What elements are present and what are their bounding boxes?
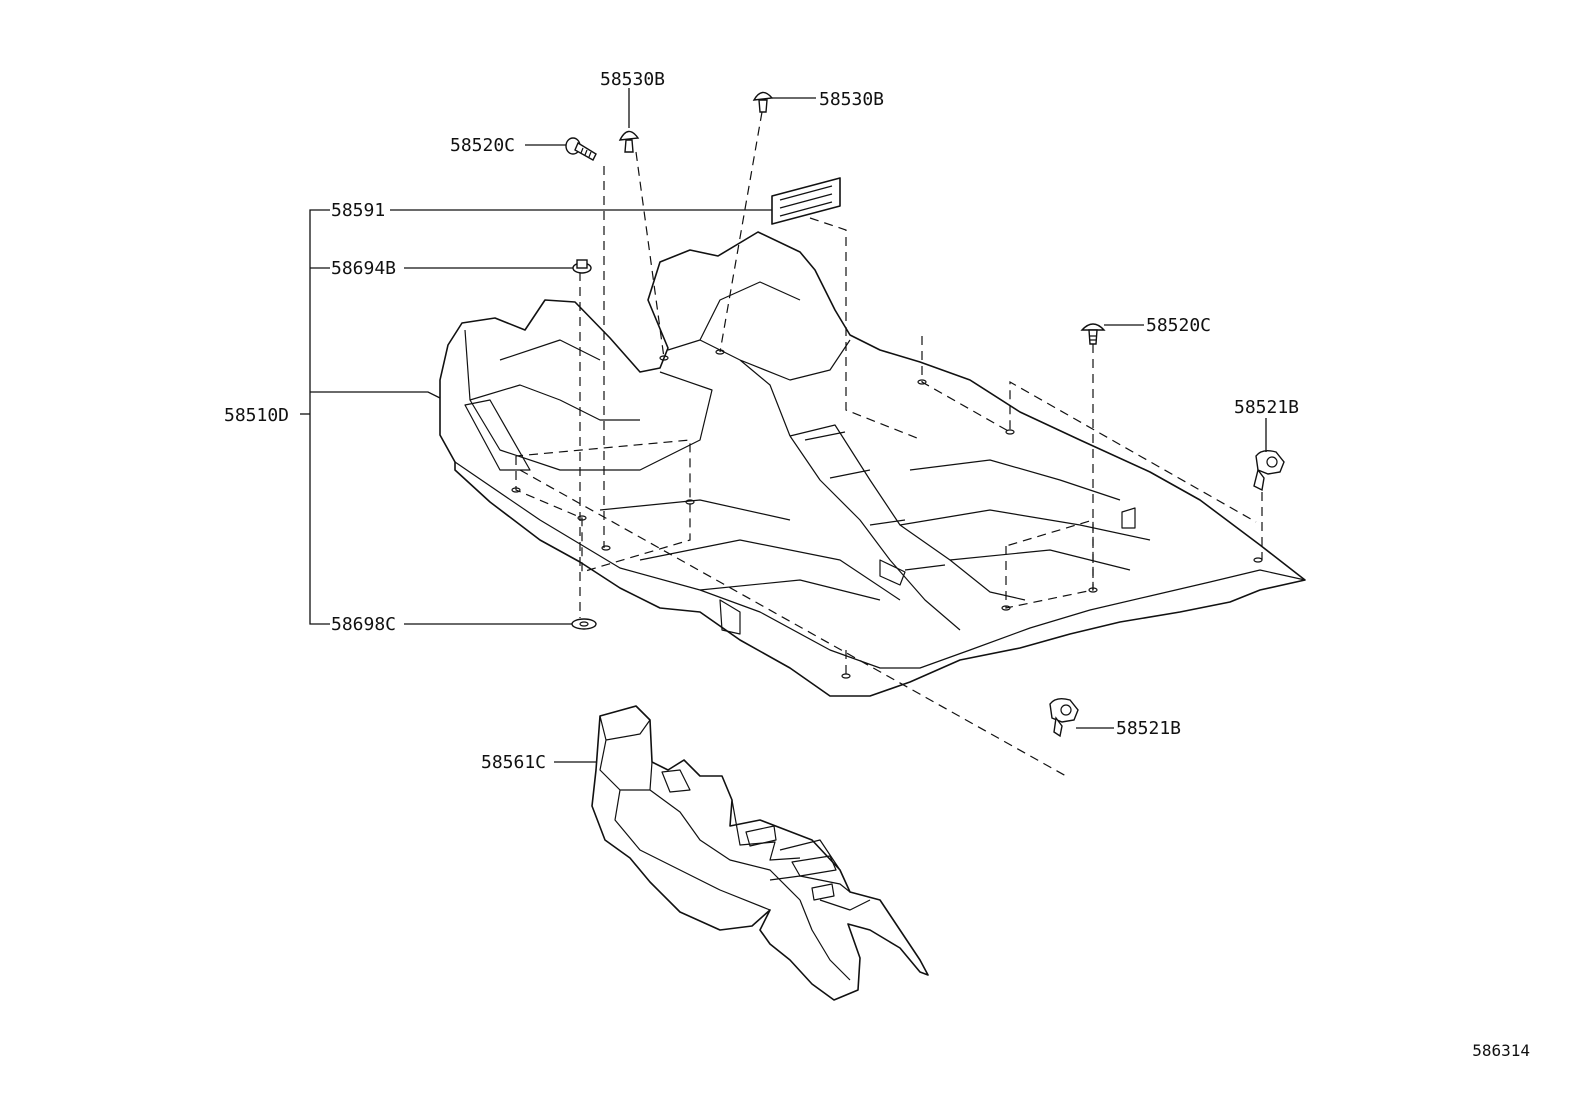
hook-58521b-bottom	[1049, 697, 1079, 738]
silencer-pad-58561c	[591, 705, 929, 1001]
callout-58520c-right: 58520C	[1146, 315, 1211, 336]
silencer-pad-ridges	[599, 715, 871, 981]
clip-58530b-top	[618, 130, 640, 153]
callout-58510d: 58510D	[224, 405, 289, 426]
grommet-58694b	[572, 259, 592, 274]
leader-lines	[300, 88, 1267, 763]
floor-carpet-outline	[439, 231, 1306, 697]
callout-labels: 58530B 58530B 58520C 58591 58694B 58520C…	[224, 69, 1530, 1060]
hook-58521b-right	[1253, 449, 1285, 492]
callout-58561c: 58561C	[481, 752, 546, 773]
carpet-left-footwell	[464, 329, 713, 471]
callout-58530b-top: 58530B	[600, 69, 665, 90]
silencer-pad-outline	[591, 705, 929, 1001]
carpet-rear-lip	[454, 461, 1306, 669]
silencer-pad-cutouts	[661, 769, 837, 901]
clip-58520c-right	[1080, 323, 1106, 345]
washer-58698c	[571, 618, 597, 630]
callout-58591: 58591	[331, 200, 385, 221]
label-plate-58591	[771, 177, 841, 225]
callout-58521b-bottom: 58521B	[1116, 718, 1181, 739]
callout-58520c-left: 58520C	[450, 135, 515, 156]
carpet-right-footwell	[667, 281, 851, 437]
carpet-center-tunnel-ribs	[804, 431, 946, 571]
callout-58694b: 58694B	[331, 258, 396, 279]
clip-58530b-right	[752, 91, 774, 113]
carpet-side-pocket	[464, 399, 1136, 635]
carpet-rear-floor-ribs	[599, 459, 1151, 601]
screw-58520c-left	[565, 137, 597, 161]
floor-carpet-assembly	[439, 231, 1306, 697]
alignment-dashed-lines	[515, 111, 1263, 777]
callout-58530b-right: 58530B	[819, 89, 884, 110]
callout-58698c: 58698C	[331, 614, 396, 635]
diagram-reference-number: 586314	[1472, 1041, 1530, 1060]
callout-58521b-right: 58521B	[1234, 397, 1299, 418]
